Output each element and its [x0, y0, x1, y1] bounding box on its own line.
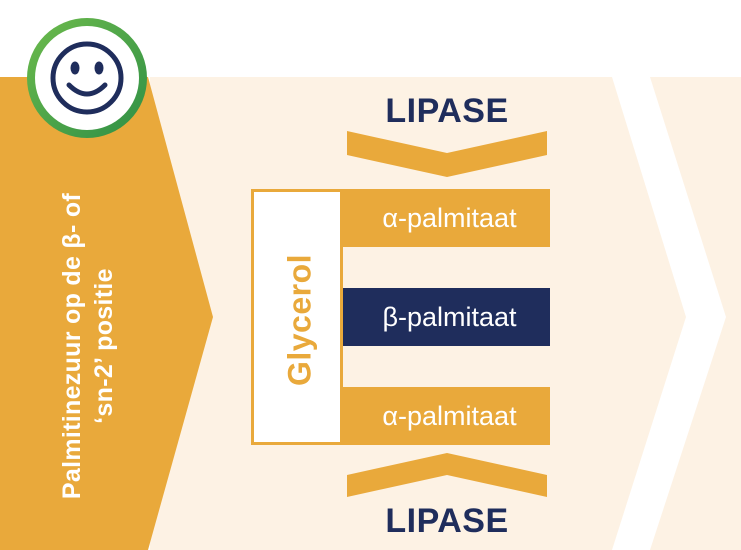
- lipase-label-bottom: LIPASE: [385, 502, 509, 540]
- position-label: Palmitinezuur op de β- of ‘sn-2’ positie: [56, 136, 120, 550]
- lipase-label-top: LIPASE: [385, 92, 509, 130]
- alpha-palmitate-bar-bottom: α-palmitaat: [343, 387, 550, 445]
- position-label-line-2: ‘sn-2’ positie: [90, 268, 118, 424]
- smiley-face-icon: [27, 18, 147, 138]
- alpha-palmitate-bar-top: α-palmitaat: [343, 189, 550, 247]
- glycerol-label: Glycerol: [281, 253, 318, 387]
- chevron-down-icon: [347, 131, 547, 177]
- position-label-line-1: Palmitinezuur op de β- of: [58, 192, 86, 500]
- chevron-up-icon: [347, 453, 547, 497]
- glycerol-box: Glycerol: [251, 189, 343, 445]
- beta-palmitate-bar: β-palmitaat: [343, 288, 550, 346]
